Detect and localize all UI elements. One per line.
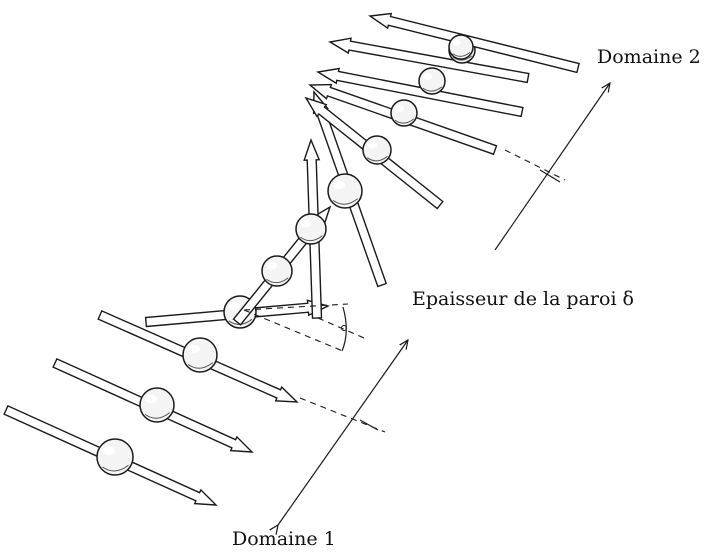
angle-symbol xyxy=(341,325,347,331)
sphere-shading xyxy=(452,55,473,61)
angle-arc xyxy=(341,306,347,352)
atom-sphere xyxy=(390,99,418,127)
spin-1 xyxy=(3,404,218,506)
atom-sphere xyxy=(418,67,446,95)
wall-thickness-arrow xyxy=(278,340,408,525)
spin-7 xyxy=(312,90,388,288)
spin-4 xyxy=(144,295,330,329)
atom-sphere xyxy=(261,255,293,287)
sphere-highlight xyxy=(102,446,115,456)
angle-dash-line-2 xyxy=(243,309,346,353)
sphere-shading xyxy=(366,155,388,162)
spin-arrows xyxy=(3,12,580,506)
sphere-shading xyxy=(144,412,171,419)
wall-thickness-label: Epaisseur de la paroi δ xyxy=(412,288,634,310)
sphere-shading xyxy=(332,198,359,205)
atom-sphere xyxy=(96,438,134,476)
spin-9 xyxy=(308,83,498,156)
spin-6 xyxy=(295,138,327,319)
atom-sphere xyxy=(362,135,392,165)
wall-boundary-dash-lower xyxy=(299,397,386,433)
sphere-highlight xyxy=(422,73,433,80)
sphere-shading xyxy=(187,362,214,369)
domain1-label: Domaine 1 xyxy=(232,528,336,550)
atom-sphere xyxy=(139,387,175,423)
domain2-dimension-arrow xyxy=(494,83,610,251)
sphere-highlight xyxy=(188,344,200,354)
sphere-shading xyxy=(102,464,129,472)
sphere-highlight xyxy=(367,141,377,149)
spin-10 xyxy=(316,67,524,118)
sphere-highlight xyxy=(145,394,157,404)
sphere-highlight xyxy=(394,105,405,112)
spin-3 xyxy=(97,309,299,403)
sphere-highlight xyxy=(228,302,240,311)
atom-sphere xyxy=(448,34,474,60)
sphere-highlight xyxy=(452,39,461,46)
domain2-boundary-tick xyxy=(539,169,561,183)
dimension-lines xyxy=(243,83,610,525)
spin-arrow xyxy=(316,67,524,118)
atom-sphere xyxy=(327,173,363,209)
spin-arrow xyxy=(368,12,580,74)
atom-sphere xyxy=(295,213,327,245)
sphere-shading xyxy=(300,235,323,242)
spin-arrow xyxy=(328,37,530,84)
sphere-highlight xyxy=(266,262,277,270)
domain2-label: Domaine 2 xyxy=(597,46,701,68)
spin-8 xyxy=(304,96,444,210)
wall-boundary-tick-lower xyxy=(359,419,379,431)
sphere-highlight xyxy=(300,220,311,228)
spin-2 xyxy=(52,357,254,453)
sphere-shading xyxy=(394,118,415,124)
sphere-highlight xyxy=(333,180,345,190)
domain2-boundary-dash xyxy=(504,149,566,181)
sphere-shading xyxy=(266,277,289,284)
sphere-shading xyxy=(422,86,443,92)
spin-12 xyxy=(368,12,580,74)
sphere-shading xyxy=(452,52,471,57)
atom-sphere xyxy=(182,337,218,373)
